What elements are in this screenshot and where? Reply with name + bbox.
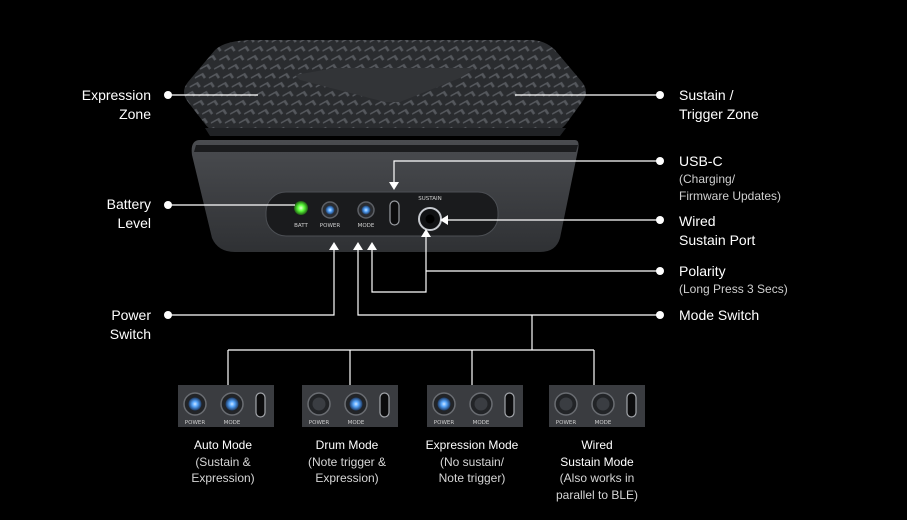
mode-thumb-label: MODE [224,420,241,426]
power-led-on [437,397,451,411]
mode-thumb-label: MODE [473,420,490,426]
mode-thumb-expression: POWER MODE [427,350,523,427]
power-thumb-label: POWER [434,420,455,426]
mode-led-off [596,397,610,411]
power-switch-arrow [329,242,339,250]
mode-thumb-auto: POWER MODE [178,350,274,427]
mode-led-on [225,397,239,411]
polarity-label: Polarity (Long Press 3 Secs) [679,263,788,296]
sustain-port-dot [656,216,664,224]
usb-c-thumb [626,392,637,418]
mode-thumb-wired-sustain: POWER MODE [549,350,645,427]
polarity-dot [656,267,664,275]
mode-thumb-drum: POWER MODE [302,350,398,427]
mode-switch-line [357,246,660,316]
mode-led-on [349,397,363,411]
mode-switch-dot [656,311,664,319]
mode-led-off [474,397,488,411]
mode-caption-auto: Auto Mode (Sustain & Expression) [191,438,255,485]
usb-c-label: USB-C (Charging/ Firmware Updates) [679,153,782,203]
usb-c-dot [656,157,664,165]
power-led-on [188,397,202,411]
expression-zone-dot [164,91,172,99]
usb-c-port [389,200,400,226]
mode-thumb-label: MODE [348,420,365,426]
usb-c-thumb [379,392,390,418]
usb-c-thumb [504,392,515,418]
sustain-label: SUSTAIN [418,196,441,202]
sustain-port-arrow [440,215,448,225]
sustain-zone-dot [656,91,664,99]
power-label: POWER [320,223,341,229]
mode-thumb-label: MODE [595,420,612,426]
mode-label: MODE [358,223,375,229]
power-switch-line [168,246,335,316]
mode-caption-wired-sustain: Wired Sustain Mode (Also works in parall… [555,438,639,502]
power-led-off [559,397,573,411]
power-thumb-label: POWER [556,420,577,426]
power-led-off [312,397,326,411]
mode-switch-arrow [353,242,363,250]
sustain-zone-label: Sustain /Trigger Zone [679,87,759,122]
battery-led [294,201,308,215]
batt-label: BATT [294,223,308,229]
power-led [325,205,335,215]
mode-switch-label: Mode Switch [679,307,760,323]
usb-c-line [393,160,660,186]
power-thumb-label: POWER [309,420,330,426]
battery-dot [164,201,172,209]
polarity-arrow-jack [421,229,431,237]
usb-c-arrow [389,182,399,190]
mode-caption-drum: Drum Mode (Note trigger & Expression) [307,438,387,485]
callout-lines [164,91,664,351]
mode-led [361,205,371,215]
front-panel: BATT POWER MODE SUSTAIN [265,191,499,237]
usb-c-thumb [255,392,266,418]
polarity-arrow-mode [367,242,377,250]
power-thumb-label: POWER [185,420,206,426]
mode-caption-expression: Expression Mode (No sustain/ Note trigge… [425,438,519,485]
polarity-link [371,233,427,293]
top-pad [184,40,586,136]
mode-thumbnails: POWER MODE POWER MODE POWER MODE POWER MODE [178,350,645,427]
power-switch-dot [164,311,172,319]
